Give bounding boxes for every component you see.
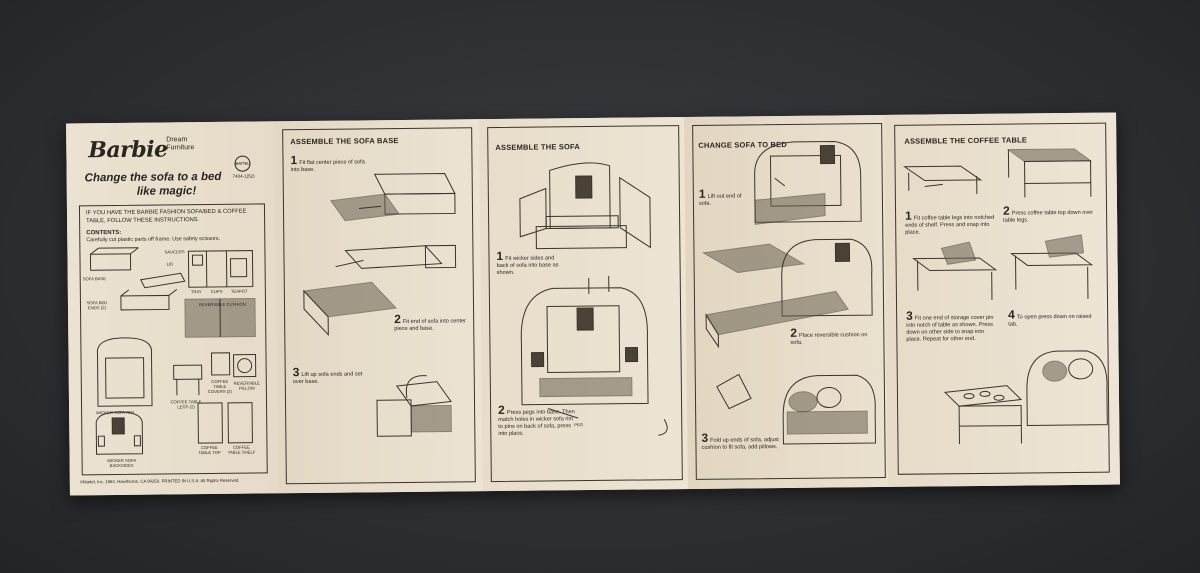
barbie-logo: Barbie: [88, 136, 168, 164]
parts-illustration: [89, 247, 257, 455]
sofa-base-illustrations: [302, 173, 457, 437]
dream-furniture-label: Dream Furniture: [166, 136, 195, 152]
tagline: Change the sofa to a bed like magic!: [84, 170, 222, 198]
mattel-logo: MATTEL: [234, 155, 251, 172]
product-code: 7404-1(52): [232, 173, 255, 179]
contents-title: CONTENTS:: [86, 229, 122, 237]
contents-instructions: Carefully cut plastic parts off frame. U…: [86, 235, 221, 244]
instruction-sheet: Barbie Dream Furniture Change the sofa t…: [66, 112, 1120, 496]
sofa-to-bed-illustrations: [701, 140, 876, 445]
coffee-table-illustrations: [902, 148, 1108, 445]
sofa-illustrations: [519, 162, 668, 436]
contents-box: IF YOU HAVE THE BARBIE FASHION SOFA/BED …: [78, 203, 268, 476]
copyright-notice: ©Mattel, Inc. 1983. Hawthorne, CA 90250.…: [79, 477, 240, 485]
instructions-notice: IF YOU HAVE THE BARBIE FASHION SOFA/BED …: [85, 208, 247, 224]
cover-panel: Barbie Dream Furniture Change the sofa t…: [66, 121, 278, 496]
